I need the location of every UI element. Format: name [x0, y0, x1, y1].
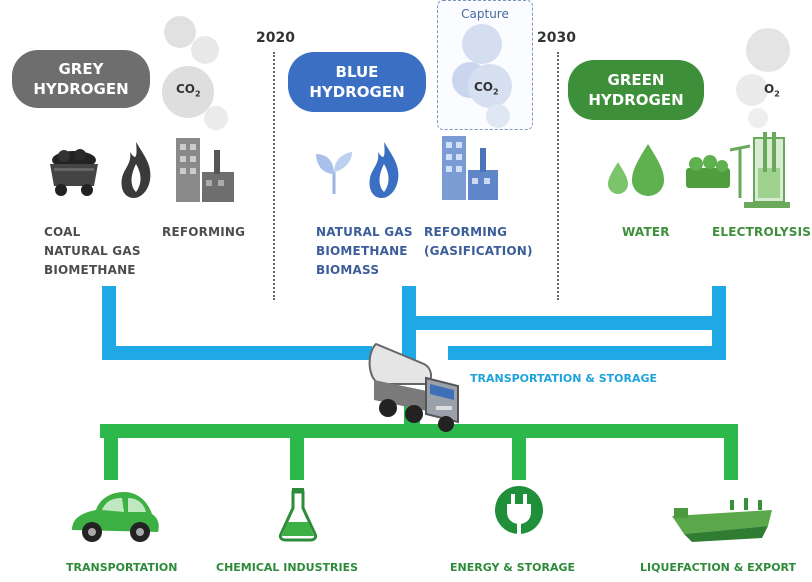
blue-sources: NATURAL GAS BIOMETHANE BIOMASS	[316, 223, 413, 280]
transport-storage-label: TRANSPORTATION & STORAGE	[470, 372, 658, 385]
co2-blue-sub: 2	[493, 87, 499, 97]
divider-2020	[273, 52, 275, 300]
green-hydrogen-label: GREEN HYDROGEN	[568, 60, 704, 120]
year-2030: 2030	[537, 30, 576, 46]
grey-hydrogen-label: GREY HYDROGEN	[12, 50, 150, 108]
green-process: ELECTROLYSIS	[712, 225, 812, 239]
o2-main: O	[764, 82, 775, 96]
co2-cloud-blue-icon	[452, 24, 512, 128]
blue-hydrogen-line1: BLUE	[335, 63, 379, 81]
green-source-water: WATER	[622, 225, 670, 239]
flask-icon	[278, 488, 318, 542]
blue-source-biomethane: BIOMETHANE	[316, 244, 408, 258]
pipe-blue-horizontal-left	[102, 346, 372, 360]
pipe-blue-horizontal-top	[402, 316, 726, 330]
grey-source-natural-gas: NATURAL GAS	[44, 244, 141, 258]
green-hydrogen-line1: GREEN	[607, 71, 665, 89]
pipe-green-drop-3	[512, 424, 526, 480]
factory-blue-icon	[442, 136, 498, 200]
divider-2030	[557, 52, 559, 300]
pipe-blue-horizontal-right	[448, 346, 726, 360]
o2-text: O2	[764, 82, 780, 98]
co2-cloud-grey-icon	[162, 16, 228, 130]
capture-label: Capture	[461, 7, 509, 21]
blue-source-biomass: BIOMASS	[316, 263, 380, 277]
blue-source-natural-gas: NATURAL GAS	[316, 225, 413, 239]
factory-grey-icon	[176, 138, 234, 202]
blue-process: REFORMING (GASIFICATION)	[424, 223, 533, 261]
grey-source-biomethane: BIOMETHANE	[44, 263, 136, 277]
co2-grey-main: CO	[176, 82, 196, 96]
sprout-blue-icon	[316, 152, 352, 194]
year-2020: 2020	[256, 30, 295, 46]
pipe-green-drop-2	[290, 424, 304, 480]
flame-grey-icon	[121, 142, 151, 198]
co2-blue-text: CO2	[474, 80, 499, 96]
grey-source-coal: COAL	[44, 225, 81, 239]
use-liquefaction-export: LIQUEFACTION & EXPORT	[640, 561, 797, 574]
pipe-green-drop-1	[104, 424, 118, 480]
use-energy-storage: ENERGY & STORAGE	[450, 561, 576, 574]
water-drops-icon	[608, 144, 664, 196]
car-icon	[72, 492, 159, 542]
electrolysis-icon	[686, 132, 790, 208]
coal-cart-icon	[50, 149, 98, 196]
co2-grey-sub: 2	[195, 89, 201, 99]
use-chemical-industries: CHEMICAL INDUSTRIES	[216, 561, 359, 574]
pipe-green-drop-4	[724, 424, 738, 480]
power-plug-icon	[495, 486, 543, 534]
co2-grey-text: CO2	[176, 82, 201, 98]
green-hydrogen-line2: HYDROGEN	[588, 91, 684, 109]
pipe-green-horizontal	[100, 424, 738, 438]
tanker-truck-icon	[368, 342, 459, 432]
ship-icon	[672, 498, 772, 542]
blue-process-line1: REFORMING	[424, 225, 508, 239]
o2-sub: 2	[774, 89, 780, 99]
o2-cloud-icon	[736, 28, 790, 128]
use-transportation: TRANSPORTATION	[66, 561, 178, 574]
grey-process: REFORMING	[162, 225, 246, 239]
blue-hydrogen-label: BLUE HYDROGEN	[288, 52, 426, 112]
co2-blue-main: CO	[474, 80, 494, 94]
flame-blue-icon	[369, 142, 399, 198]
grey-sources: COAL NATURAL GAS BIOMETHANE	[44, 223, 141, 280]
grey-hydrogen-line2: HYDROGEN	[33, 80, 129, 98]
capture-box: Capture	[437, 0, 533, 130]
pipe-blue-left-vertical	[102, 286, 116, 360]
grey-hydrogen-line1: GREY	[58, 60, 104, 78]
blue-process-line2: (GASIFICATION)	[424, 244, 533, 258]
blue-hydrogen-line2: HYDROGEN	[309, 83, 405, 101]
